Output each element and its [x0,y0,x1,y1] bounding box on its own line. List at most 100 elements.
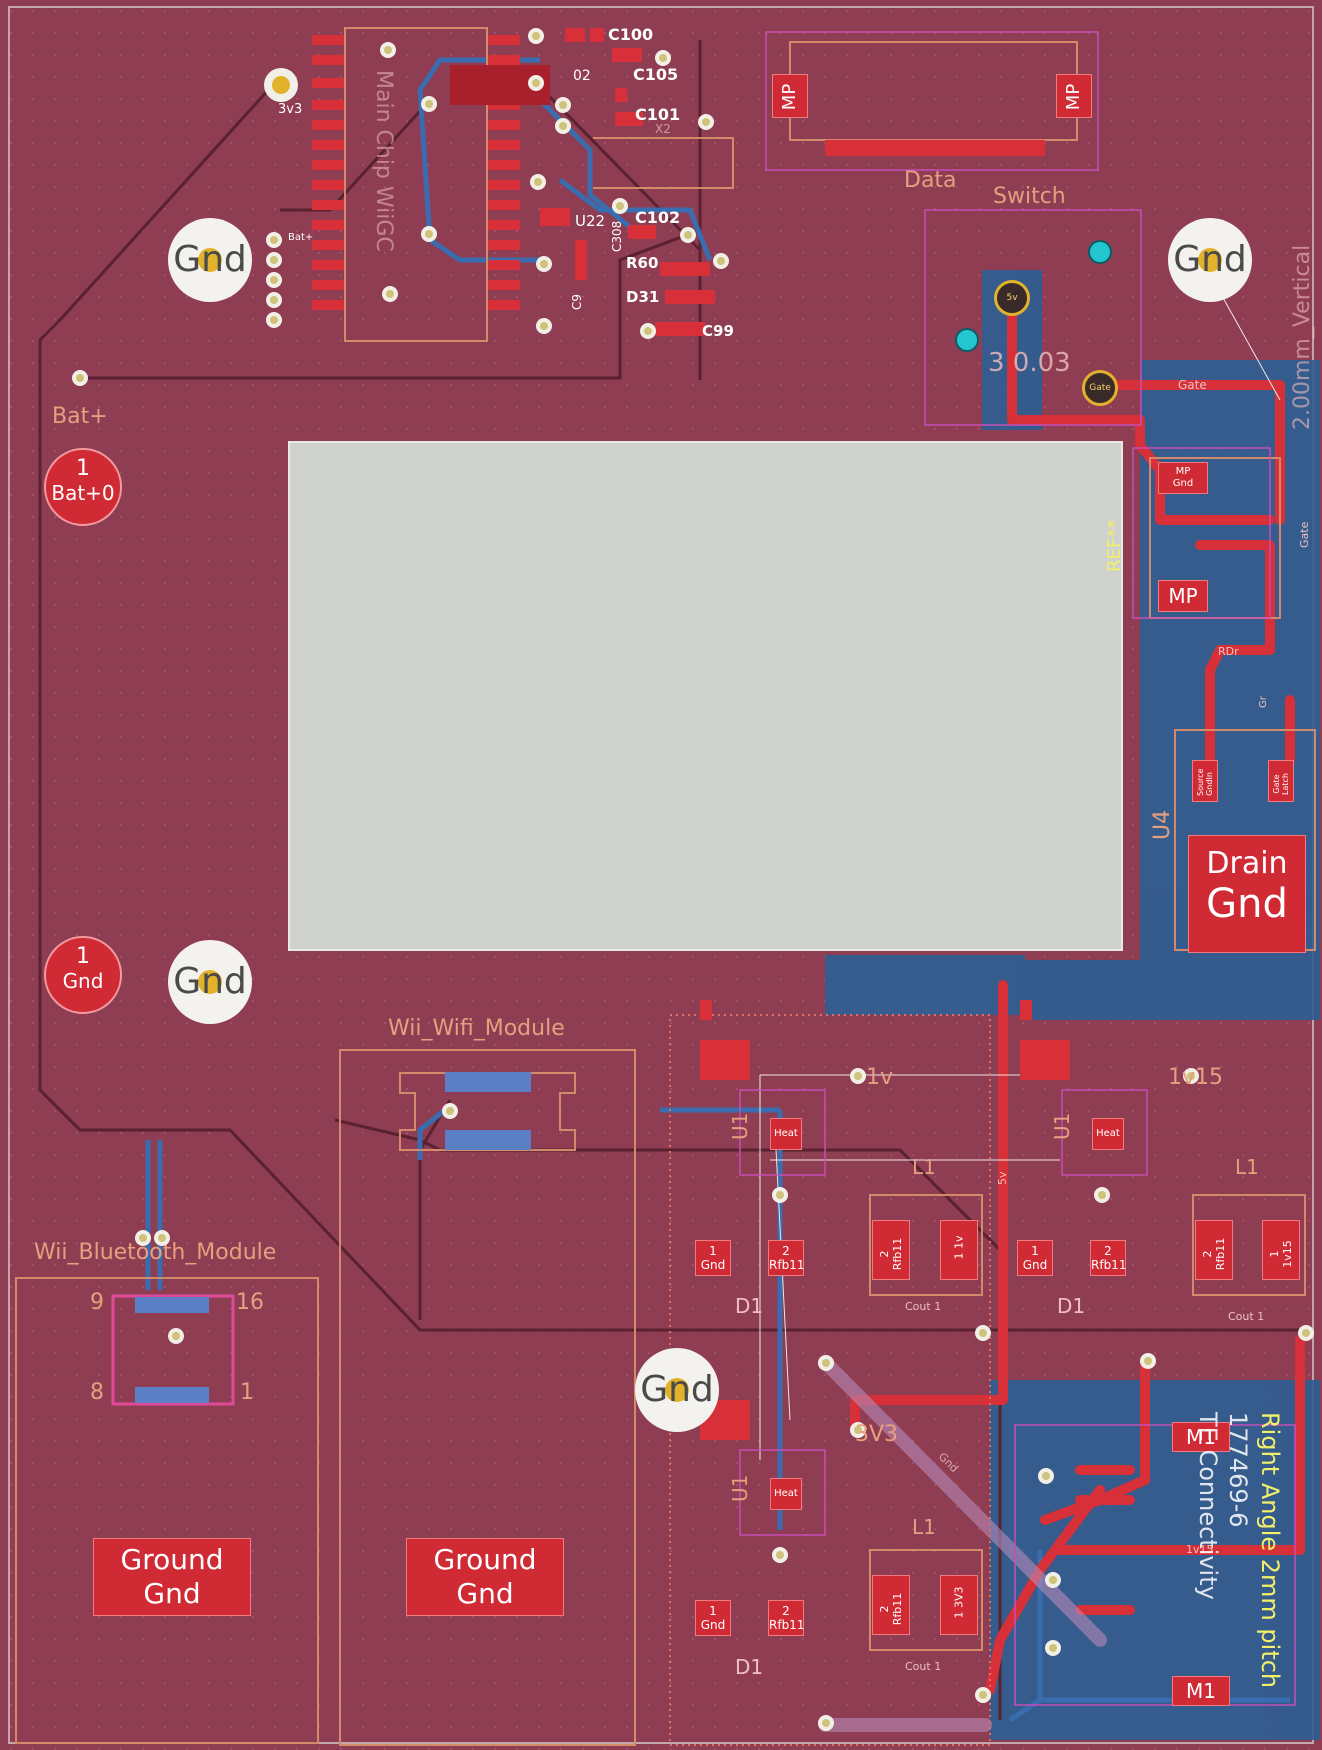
via [772,1187,788,1203]
via [555,97,571,113]
data-mp-right-pad[interactable]: MP [1056,74,1092,118]
bt-pin-8: 8 [90,1380,104,1405]
via [640,323,656,339]
d1-label: D1 [1057,1294,1086,1318]
via [1045,1572,1061,1588]
l1-pin2-pad[interactable]: 2 Rfb11 [872,1575,910,1635]
via [772,1547,788,1563]
switch-pin-gate[interactable]: Gate [1082,370,1118,406]
via [421,96,437,112]
switch-value-fragment: 3 0.03 [988,348,1071,378]
connector-m1-bottom-pad[interactable]: M1 [1172,1676,1230,1706]
via [266,272,282,288]
via [612,198,628,214]
l1-pin2-pad[interactable]: 2 Rfb11 [1195,1220,1233,1280]
fpc-pads [135,1072,531,1403]
via [266,292,282,308]
mosfet-mp-pad[interactable]: MP [1158,580,1208,612]
via [818,1715,834,1731]
net-5v-label: 5v [996,1171,1009,1185]
net-3v3-label: 3v3 [278,102,303,117]
data-mp-left-pad[interactable]: MP [772,74,808,118]
u1-label: U1 [728,1112,752,1140]
u1-heat-pad[interactable]: Heat [770,1118,802,1150]
cout-label: Cout 1 [1228,1310,1265,1323]
l1-pin2-pad[interactable]: 2 Rfb11 [872,1220,910,1280]
u1-heat-pad[interactable]: Heat [770,1478,802,1510]
u1-label: U1 [728,1474,752,1502]
bt-connector-outline [111,1294,235,1406]
cap-c100: C100 [608,25,654,44]
l1-label: L1 [912,1515,936,1539]
via [536,318,552,334]
via [555,118,571,134]
via [380,42,396,58]
ic-r60: R60 [626,254,659,272]
l1-pin1-pad[interactable]: 1 3V3 [940,1575,978,1635]
cap-c9: C9 [570,293,584,310]
via [1298,1325,1314,1341]
courtyard-outlines [739,31,1296,1706]
via [168,1328,184,1344]
ic-d31: D31 [626,288,660,306]
via [266,312,282,328]
via [713,253,729,269]
d1-label: D1 [735,1294,764,1318]
ic-fragment-02: 02 [573,68,591,84]
gnd-mount-pad: Gnd [1168,218,1252,302]
net-1v15-label: 1v15 [1168,1065,1224,1090]
switch-pin-5v[interactable]: 5v [994,280,1030,316]
gate-net-label: Gate [1178,378,1207,392]
bat-plus-small-label: Bat+ [288,232,314,243]
gate-vertical-small: Gate [1298,521,1311,548]
gr-label: Gr [1258,696,1269,708]
cout-label: Cout 1 [905,1660,942,1673]
via [528,28,544,44]
ic-u22: U22 [575,212,606,230]
via [266,232,282,248]
cap-c105: C105 [633,65,679,84]
l1-label: L1 [1235,1155,1259,1179]
connector-desc-line3: TE Connectivity [1194,1412,1222,1600]
via [528,75,544,91]
l1-pin1-pad[interactable]: 1 1v [940,1220,978,1280]
cout-label: Cout 1 [905,1300,942,1313]
u1-heat-pad[interactable]: Heat [1092,1118,1124,1150]
via [850,1422,866,1438]
switch-vertical-label: 2.00mm_Vertical [1290,244,1315,430]
u4-label: U4 [1150,809,1175,840]
connector-desc-line2: 177469-6 [1224,1412,1252,1528]
l1-pin1-pad[interactable]: 1 1v15 [1262,1220,1300,1280]
cap-c102: C102 [635,208,681,227]
via [655,50,671,66]
via [680,227,696,243]
ic-x2: X2 [655,122,671,136]
bt-module-title: Wii_Bluetooth_Module [34,1240,277,1265]
via [975,1687,991,1703]
via [530,174,546,190]
top-traces [850,295,1305,1695]
via [421,226,437,242]
cap-c101: C101 [635,105,681,124]
via [1094,1187,1110,1203]
bt-pin-9: 9 [90,1290,104,1315]
switch-mount-hole [1088,240,1112,264]
gnd-mount-pad: Gnd [168,218,252,302]
connector-m1-top-pad[interactable]: M1 [1172,1422,1230,1452]
via [1140,1353,1156,1369]
data-connector-title: Data [904,168,957,193]
